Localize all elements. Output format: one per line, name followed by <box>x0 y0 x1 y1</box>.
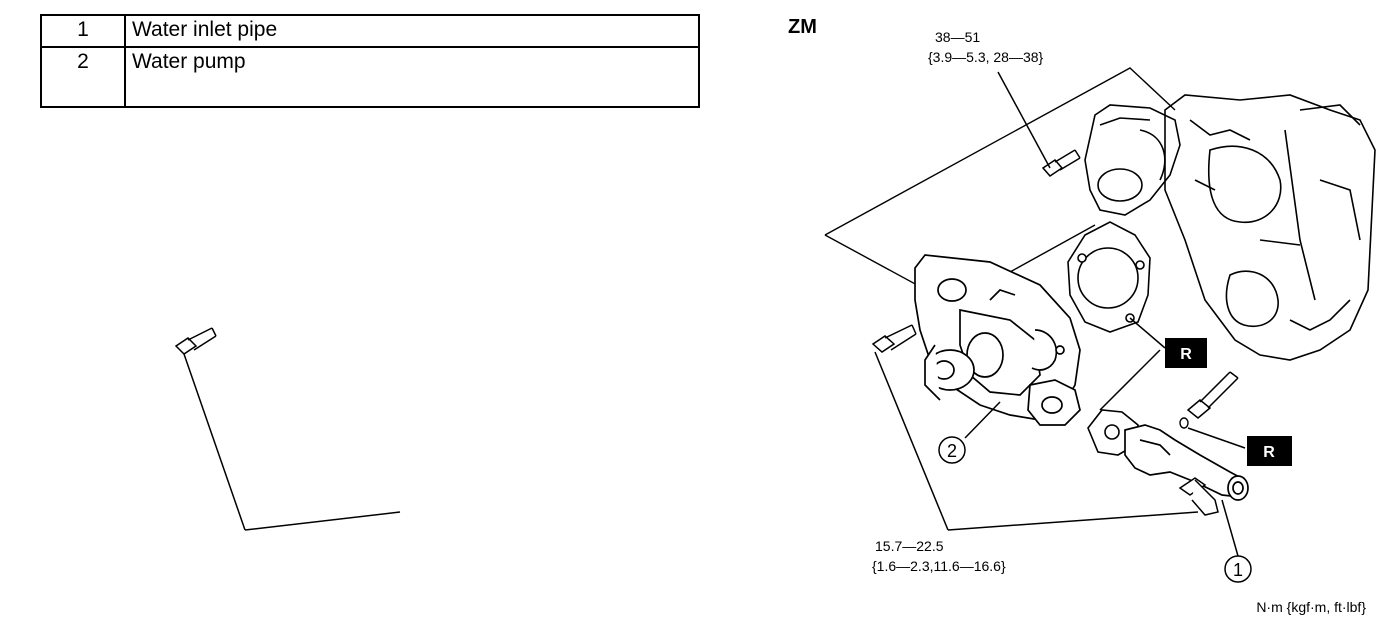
replace-mark-gasket: R <box>1165 338 1207 368</box>
lower-torque-leaders <box>183 353 401 531</box>
legend-row-water-inlet-pipe: 1 Water inlet pipe <box>40 14 700 48</box>
water-inlet-pipe-illustration <box>1124 424 1249 501</box>
legend-row-water-pump: 2 Water pump <box>40 46 700 108</box>
replace-mark-oring: R <box>1247 436 1292 466</box>
legend-row-label: Water pump <box>124 46 700 108</box>
pump-bolt-left <box>174 327 217 355</box>
timing-cover-illustration <box>1084 104 1181 216</box>
water-pump-illustration <box>914 254 1081 426</box>
torque-spec-top-nm: 38—51 <box>935 29 980 45</box>
torque-spec-top-kgf-ftlbf: {3.9—5.3, 28—38} <box>928 49 1044 65</box>
leader-oring-r <box>1187 427 1246 449</box>
engine-block-illustration <box>1164 94 1376 361</box>
pipe-bolt-upper <box>1186 371 1239 419</box>
legend-row-label: Water inlet pipe <box>124 14 700 48</box>
torque-spec-bottom-nm: 15.7—22.5 <box>875 538 944 554</box>
parts-legend-table: 1 Water inlet pipe 2 Water pump <box>40 14 700 108</box>
legend-row-number: 2 <box>40 46 126 108</box>
leader-left-bolt <box>874 351 949 531</box>
svg-text:2: 2 <box>947 441 957 461</box>
variant-label: ZM <box>788 16 817 38</box>
pipe-bolt-lower <box>1178 477 1219 516</box>
svg-text:1: 1 <box>1233 560 1243 580</box>
leader-pipe-bolt <box>947 511 1199 531</box>
callout-water-pump: 2 <box>938 401 1001 464</box>
torque-spec-bottom-kgf-ftlbf: {1.6—2.3,11.6—16.6} <box>872 558 1006 574</box>
pump-gasket <box>1067 221 1151 333</box>
callout-water-inlet-pipe: 1 <box>1221 499 1252 583</box>
o-ring <box>1179 417 1189 429</box>
leader-gasket-r <box>1129 317 1166 349</box>
pump-long-bolt <box>871 324 917 353</box>
svg-text:R: R <box>1263 444 1275 461</box>
svg-text:R: R <box>1180 346 1192 363</box>
torque-units-label: N·m {kgf·m, ft·lbf} <box>1256 599 1366 615</box>
top-bolt <box>1041 149 1081 177</box>
legend-row-number: 1 <box>40 14 126 48</box>
